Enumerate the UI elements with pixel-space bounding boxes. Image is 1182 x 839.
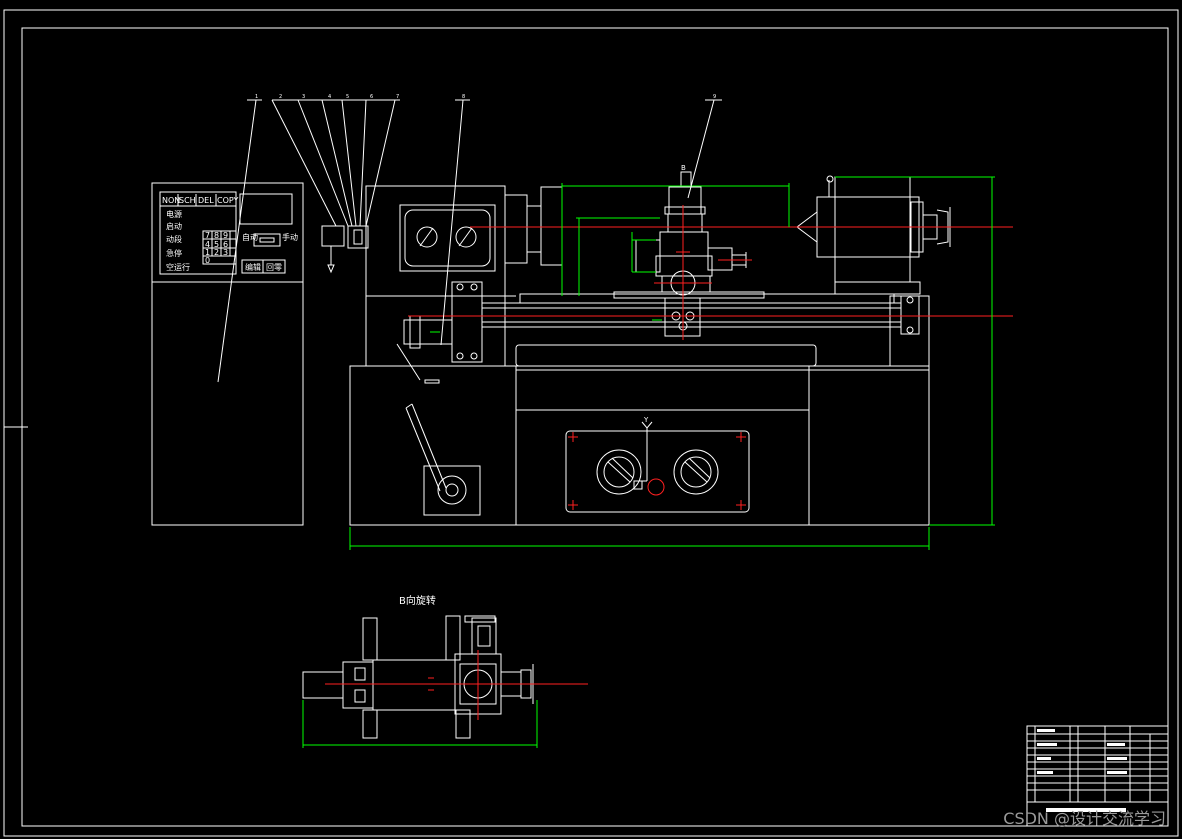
tailstock <box>796 175 951 295</box>
panel-btn-0: NON <box>162 196 180 205</box>
balloon-1: 1 <box>255 94 258 100</box>
key-1: 1 <box>205 248 210 257</box>
control-cabinet: NON SCH DEL COPY 电源 启动 动段 急停 空运行 7 8 9 4… <box>151 182 304 526</box>
panel-btn-1: SCH <box>179 196 196 205</box>
balloon-7: 7 <box>396 94 399 100</box>
key-0: 0 <box>205 256 210 265</box>
balloon-5: 5 <box>346 94 349 100</box>
key-4: 4 <box>205 240 210 249</box>
section-label-b: B <box>681 164 686 172</box>
auto-label: 自动 <box>242 232 258 242</box>
panel-label-1: 启动 <box>166 221 182 231</box>
dimensions <box>349 176 995 550</box>
edit-label: 编辑 <box>245 262 261 272</box>
view-b-title: B向旋转 <box>399 594 436 607</box>
view-b-centerlines <box>325 650 588 720</box>
headstock <box>365 185 563 384</box>
panel-label-3: 急停 <box>166 248 182 258</box>
leader-lines <box>217 99 722 383</box>
key-6: 6 <box>223 240 228 249</box>
key-8: 8 <box>214 231 219 240</box>
csdn-watermark: CSDN @设计交流学习 <box>1003 809 1166 828</box>
panel-screen <box>239 193 293 225</box>
sheet-inner-border <box>21 27 1169 827</box>
sheet-outer-border <box>3 9 1179 837</box>
balloon-8: 8 <box>462 94 465 100</box>
panel-btn-2: DEL <box>198 196 214 205</box>
panel-label-4: 空运行 <box>166 262 190 272</box>
gauge-right <box>673 449 719 495</box>
zero-label: 回零 <box>266 263 282 272</box>
gear-cover <box>565 430 750 513</box>
key-2: 2 <box>214 248 219 257</box>
headstock-label-plate <box>424 379 440 384</box>
balloon-2: 2 <box>279 94 282 100</box>
key-7: 7 <box>205 231 210 240</box>
key-5: 5 <box>214 240 219 249</box>
manual-label: 手动 <box>282 232 298 242</box>
lever-box <box>423 465 481 516</box>
panel-btn-3: COPY <box>217 196 239 205</box>
feed-rod-assembly <box>403 270 930 367</box>
balloon-4: 4 <box>328 94 331 100</box>
headstock-gear-box <box>399 204 496 272</box>
key-9: 9 <box>223 231 228 240</box>
section-label-y: Y <box>643 416 649 424</box>
view-b-drawing <box>302 615 534 739</box>
probe-assembly <box>321 225 369 274</box>
lathe-base <box>349 344 930 526</box>
view-b-dimensions <box>302 700 538 748</box>
key-3: 3 <box>223 248 228 257</box>
title-block <box>1026 725 1169 827</box>
balloon-6: 6 <box>370 94 373 100</box>
centerlines <box>408 205 1013 340</box>
panel-label-2: 动段 <box>166 234 182 244</box>
balloon-9: 9 <box>713 94 716 100</box>
panel-label-0: 电源 <box>166 209 182 219</box>
balloon-3: 3 <box>302 94 305 100</box>
gauge-left <box>596 449 642 495</box>
